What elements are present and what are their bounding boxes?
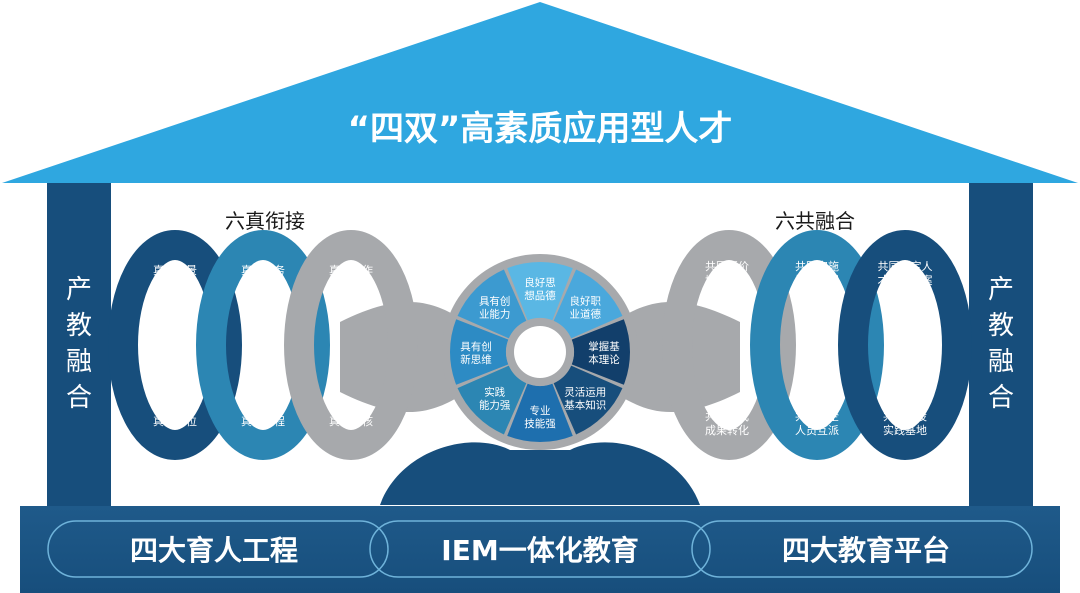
base-left-label: 四大育人工程 xyxy=(130,534,298,567)
right-item-line: 成果转化 xyxy=(705,423,749,437)
left-chain xyxy=(108,230,418,460)
right-item-line: 培养质量 xyxy=(705,273,749,287)
right-group-heading: 六共融合 xyxy=(775,209,855,233)
right-item-line: 才培养方案 xyxy=(878,273,933,287)
wheel-segment-label: 灵活运用 xyxy=(564,386,606,398)
roof-title: “四双”高素质应用型人才 xyxy=(348,109,733,149)
wheel-segment xyxy=(571,319,630,385)
left-item: 真实操作 xyxy=(329,263,373,277)
base-pill-center xyxy=(369,520,711,578)
wheel-segment xyxy=(507,383,573,442)
right-pillar-char: 合 xyxy=(988,383,1014,413)
wheel-segment-label: 专业 xyxy=(530,404,551,417)
wheel-segment xyxy=(457,365,527,435)
wheel-segment-label: 良好职 xyxy=(570,295,602,308)
right-pillar-text: 产 教 融 合 xyxy=(988,275,1014,413)
right-item-line: 共同建设 xyxy=(883,409,927,423)
right-item-line: 共同完成 xyxy=(705,409,749,423)
right-item-line: 人员互派 xyxy=(795,424,839,437)
left-pillar-text: 产 教 融 合 xyxy=(66,275,92,413)
left-item: 真实流程 xyxy=(241,414,285,428)
wheel-segment xyxy=(553,269,623,339)
wheel-segment-label: 基本知识 xyxy=(564,398,606,411)
wheel-labels: 良好思想品德良好职业道德掌握基本理论灵活运用基本知识专业技能强实践能力强具有创新… xyxy=(460,276,620,430)
wheel-segments xyxy=(449,262,630,442)
wheel-segment-label: 新思维 xyxy=(460,353,492,366)
base-arches xyxy=(380,442,700,505)
left-item: 真实场景 xyxy=(153,263,197,277)
wheel-segment-label: 业道德 xyxy=(570,308,602,321)
right-item-line: 共施校企 xyxy=(795,409,839,423)
wheel-segment-label: 能力强 xyxy=(479,398,511,411)
left-pillar-char: 产 xyxy=(66,275,92,305)
wheel-segment xyxy=(449,319,509,385)
left-ring-1 xyxy=(108,230,242,460)
left-ring-2 xyxy=(196,230,330,460)
wheel-segment-label: 掌握基 xyxy=(588,340,620,353)
base-pill-right xyxy=(691,520,1033,578)
right-ring-3 xyxy=(838,230,972,460)
left-group-heading: 六真衔接 xyxy=(225,209,305,233)
wheel-segment-label: 技能强 xyxy=(524,417,556,430)
right-pillar-char: 融 xyxy=(988,347,1014,377)
wheel-segment-label: 想品德 xyxy=(524,289,556,302)
left-pillar-char: 融 xyxy=(66,347,92,377)
left-pillar xyxy=(47,183,111,508)
right-item-line: 共同评价 xyxy=(705,260,749,273)
wheel-segment xyxy=(507,262,573,321)
right-pillar-char: 教 xyxy=(988,311,1014,341)
right-pillar-char: 产 xyxy=(988,275,1014,305)
right-item-line: 共同实施 xyxy=(795,259,839,273)
left-item: 真实考核 xyxy=(329,414,373,428)
left-pillar-char: 教 xyxy=(66,311,92,341)
left-ring-3 xyxy=(284,230,418,460)
left-item: 真实任务 xyxy=(241,263,285,277)
roof-shape xyxy=(2,2,1078,183)
right-item-line: 共同制定人 xyxy=(878,259,933,273)
wheel-segment-label: 具有创 xyxy=(460,340,492,353)
wheel-segment xyxy=(553,365,623,435)
base-center-label: IEM一体化教育 xyxy=(441,534,638,567)
left-pillar-char: 合 xyxy=(66,383,92,413)
wheel-segment xyxy=(457,269,527,339)
right-ring-1 xyxy=(662,230,796,460)
left-item: 真实岗位 xyxy=(153,414,197,428)
wheel-segment-label: 实践 xyxy=(484,385,505,398)
base-pill-left xyxy=(47,520,389,578)
base-right-label: 四大教育平台 xyxy=(782,534,950,567)
right-chain xyxy=(662,230,972,460)
right-item-line: 实践基地 xyxy=(883,423,927,437)
right-ring-2 xyxy=(750,230,884,460)
right-item-line: 培养过程 xyxy=(795,273,839,287)
wheel-segment-label: 良好思 xyxy=(524,276,556,289)
right-pillar xyxy=(969,183,1033,508)
wheel-hub xyxy=(514,326,566,378)
wheel-segment-label: 具有创 xyxy=(479,295,511,308)
wheel-segment-label: 业能力 xyxy=(479,308,511,321)
wheel-segment-label: 本理论 xyxy=(588,353,620,366)
